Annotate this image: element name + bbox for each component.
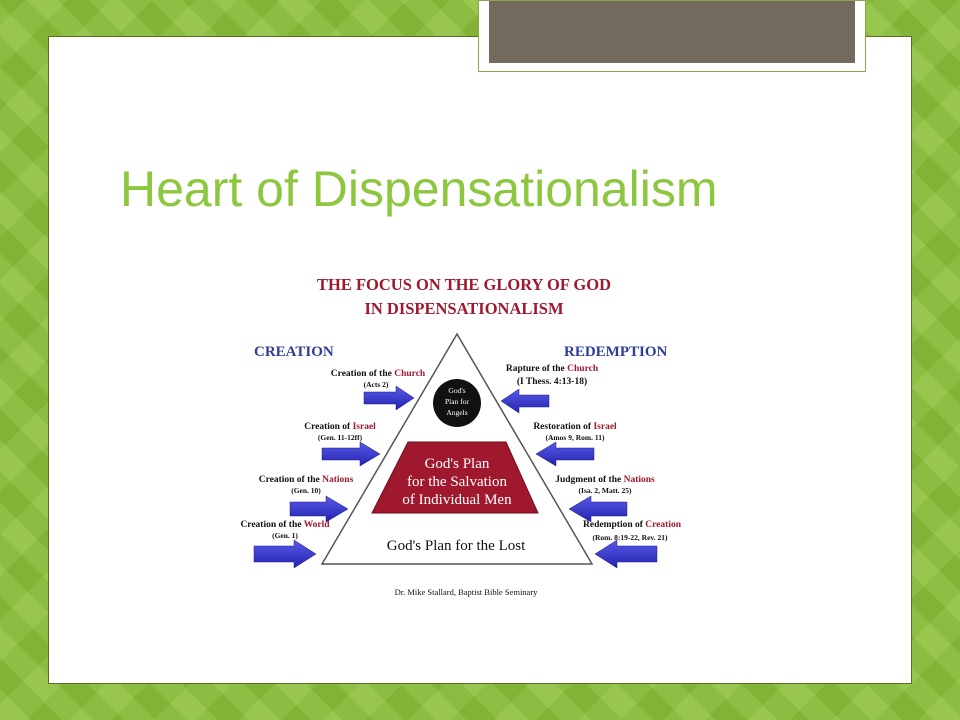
diagram-credit: Dr. Mike Stallard, Baptist Bible Seminar…	[395, 587, 539, 597]
right-item-creation: Redemption of Creation	[583, 520, 682, 530]
left-arrow-israel	[321, 441, 381, 467]
salvation-trapezoid	[371, 441, 539, 514]
right-item-nations-ref: (Isa. 2, Matt. 25)	[579, 486, 632, 495]
left-item-nations: Creation of the Nations	[259, 475, 354, 485]
angels-label-line2: Plan for	[445, 397, 469, 406]
left-arrow-nations	[289, 495, 349, 523]
top-tab-frame	[478, 0, 866, 72]
right-item-church-ref: (I Thess. 4:13-18)	[517, 376, 587, 387]
angels-label-line3: Angels	[446, 408, 467, 417]
left-item-israel-ref: (Gen. 11-12ff)	[318, 433, 363, 442]
right-item-israel-ref: (Amos 9, Rom. 11)	[546, 433, 605, 442]
angels-label-line1: God's	[448, 386, 465, 395]
left-arrow-world	[253, 539, 317, 569]
right-arrow-church	[500, 388, 550, 414]
right-arrow-creation	[594, 539, 658, 569]
right-item-israel: Restoration of Israel	[533, 422, 617, 432]
left-arrow-church	[363, 385, 415, 411]
diagram-heading-line2: IN DISPENSATIONALISM	[364, 299, 564, 318]
slide-title: Heart of Dispensationalism	[120, 161, 718, 217]
left-item-world-ref: (Gen. 1)	[272, 531, 298, 540]
top-tab-block	[489, 1, 855, 63]
salvation-label-line3: of Individual Men	[402, 492, 512, 508]
creation-header: CREATION	[254, 344, 334, 360]
right-item-nations: Judgment of the Nations	[555, 475, 655, 485]
left-item-church: Creation of the Church	[331, 369, 426, 379]
redemption-header: REDEMPTION	[564, 344, 668, 360]
slide-content-panel	[48, 36, 912, 684]
right-item-church: Rapture of the Church	[506, 364, 599, 374]
left-item-world: Creation of the World	[240, 520, 330, 530]
left-item-israel: Creation of Israel	[304, 422, 376, 432]
salvation-label-line1: God's Plan	[425, 456, 490, 472]
salvation-label-line2: for the Salvation	[407, 474, 507, 490]
right-arrow-israel	[535, 441, 595, 467]
angels-circle	[433, 379, 481, 427]
right-item-creation-ref: (Rom. 8:19-22, Rev. 21)	[593, 533, 668, 542]
lost-label: God's Plan for the Lost	[387, 538, 526, 554]
left-item-church-ref: (Acts 2)	[364, 380, 389, 389]
right-arrow-nations	[568, 495, 628, 523]
diagram-heading-line1: THE FOCUS ON THE GLORY OF GOD	[317, 275, 611, 294]
left-item-nations-ref: (Gen. 10)	[291, 486, 321, 495]
